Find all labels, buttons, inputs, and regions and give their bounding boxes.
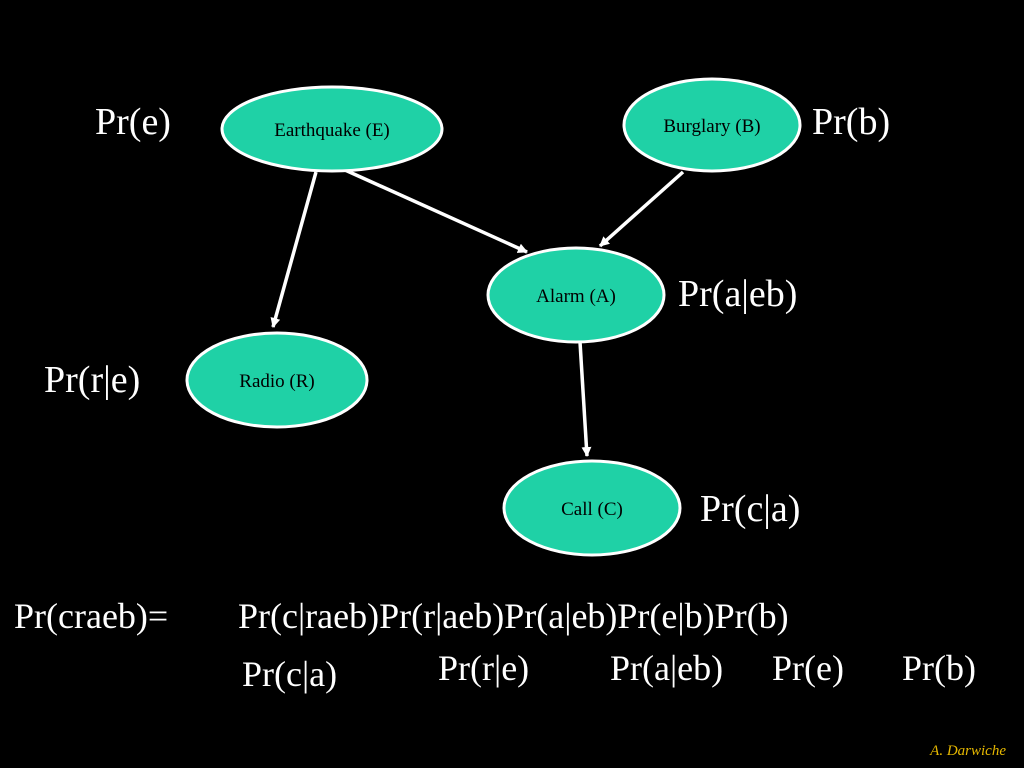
node-earthquake-label: Earthquake (E) [274, 120, 390, 141]
node-radio: Radio (R) [185, 331, 369, 429]
prob-a-given-eb: Pr(a|eb) [678, 273, 798, 315]
node-alarm: Alarm (A) [486, 246, 666, 344]
node-call: Call (C) [502, 459, 682, 557]
edge-earthquake-to-alarm [344, 168, 528, 254]
equation-simplified-term: Pr(r|e) [438, 648, 530, 688]
equation-simplified-term: Pr(b) [902, 648, 976, 688]
node-earthquake: Earthquake (E) [220, 85, 444, 173]
equation-chain: Pr(c|raeb)Pr(r|aeb)Pr(a|eb)Pr(e|b)Pr(b) [238, 596, 789, 636]
equation-simplified-term: Pr(c|a) [242, 654, 338, 694]
edge-alarm-to-call [578, 341, 592, 457]
prob-c-given-a: Pr(c|a) [700, 488, 801, 530]
equation-simplified-term: Pr(a|eb) [610, 648, 724, 688]
node-call-label: Call (C) [561, 499, 623, 520]
edge-burglary-to-alarm [598, 170, 685, 248]
node-alarm-label: Alarm (A) [536, 286, 616, 307]
node-radio-label: Radio (R) [239, 371, 314, 392]
node-burglary-label: Burglary (B) [663, 116, 760, 137]
prob-b: Pr(b) [812, 101, 891, 143]
equation-simplified-term: Pr(e) [772, 648, 844, 688]
equation-lhs: Pr(craeb)= [14, 596, 169, 636]
prob-r-given-e: Pr(r|e) [44, 359, 141, 401]
author-credit: A. Darwiche [930, 743, 1006, 759]
edge-earthquake-to-radio [270, 171, 318, 328]
node-burglary: Burglary (B) [622, 77, 802, 173]
prob-e: Pr(e) [95, 101, 171, 143]
